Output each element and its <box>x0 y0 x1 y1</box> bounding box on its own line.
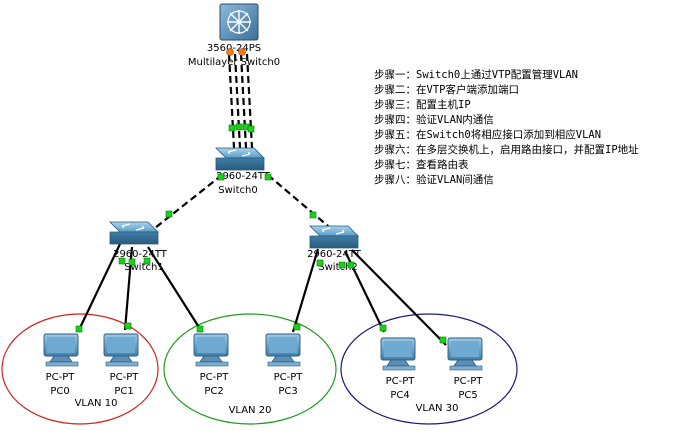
step-2: 步骤二：在VTP客户端添加端口 <box>374 83 519 96</box>
switch2-model-label: 2960-24TT <box>307 249 362 260</box>
pc3-name-label: PC3 <box>278 386 297 397</box>
switch1-model-label: 2960-24TT <box>113 249 168 260</box>
pc5-icon[interactable] <box>447 337 483 371</box>
link-switch0-switch2 <box>267 174 336 233</box>
pc2-icon[interactable] <box>193 333 229 367</box>
switch2-name-label: Switch2 <box>318 262 357 273</box>
vlan10-label: VLAN 10 <box>75 398 118 409</box>
trunk-multilayer-switch0 <box>227 53 254 149</box>
pc5-type-label: PC-PT <box>454 376 484 387</box>
pc3-type-label: PC-PT <box>274 372 304 383</box>
step-5: 步骤五：在Switch0将相应接口添加到相应VLAN <box>374 128 601 141</box>
pc0-name-label: PC0 <box>50 386 69 397</box>
step-6: 步骤六：在多层交换机上，启用路由接口，并配置IP地址 <box>374 143 639 156</box>
switch1-name-label: Switch1 <box>124 262 163 273</box>
pc4-icon[interactable] <box>380 337 416 371</box>
switch2-icon[interactable] <box>309 225 359 249</box>
link-leds <box>75 48 447 344</box>
switch0-name-label: Switch0 <box>218 185 257 196</box>
pc3-icon[interactable] <box>265 333 301 367</box>
step-8: 步骤八：验证VLAN间通信 <box>374 173 494 186</box>
pc1-type-label: PC-PT <box>110 372 140 383</box>
multilayer-model-label: 3560-24PS <box>207 43 261 54</box>
step-7: 步骤七：查看路由表 <box>374 158 469 171</box>
vlan30-label: VLAN 30 <box>416 403 459 414</box>
pc0-icon[interactable] <box>43 333 79 367</box>
pc4-type-label: PC-PT <box>386 376 416 387</box>
pc2-name-label: PC2 <box>204 386 223 397</box>
vlan10-zone <box>1 313 159 425</box>
step-3: 步骤三：配置主机IP <box>374 98 471 111</box>
vlan20-label: VLAN 20 <box>229 405 272 416</box>
switch1-icon[interactable] <box>109 221 159 245</box>
vlan20-zone <box>163 313 337 425</box>
pc4-name-label: PC4 <box>390 390 409 401</box>
step-1: 步骤一：Switch0上通过VTP配置管理VLAN <box>374 68 578 81</box>
multilayer-name-label: Multilayer Switch0 <box>188 57 280 68</box>
pc1-name-label: PC1 <box>114 386 133 397</box>
pc5-name-label: PC5 <box>458 390 477 401</box>
pc0-type-label: PC-PT <box>46 372 76 383</box>
pc2-type-label: PC-PT <box>200 372 230 383</box>
pc-group: PC-PT PC0 PC-PT PC1 PC-PT PC2 PC-PT PC3 PC-PT PC4… <box>43 333 484 401</box>
multilayer-switch-icon[interactable] <box>219 3 259 41</box>
vlan30-zone <box>340 313 518 425</box>
link-switch0-switch1 <box>154 174 223 229</box>
step-4: 步骤四：验证VLAN内通信 <box>374 113 494 126</box>
switch0-icon[interactable] <box>215 147 265 171</box>
pc1-icon[interactable] <box>103 333 139 367</box>
switch0-model-label: 2960-24TT <box>216 171 271 182</box>
steps-list: 步骤一：Switch0上通过VTP配置管理VLAN 步骤二：在VTP客户端添加端… <box>374 68 639 186</box>
